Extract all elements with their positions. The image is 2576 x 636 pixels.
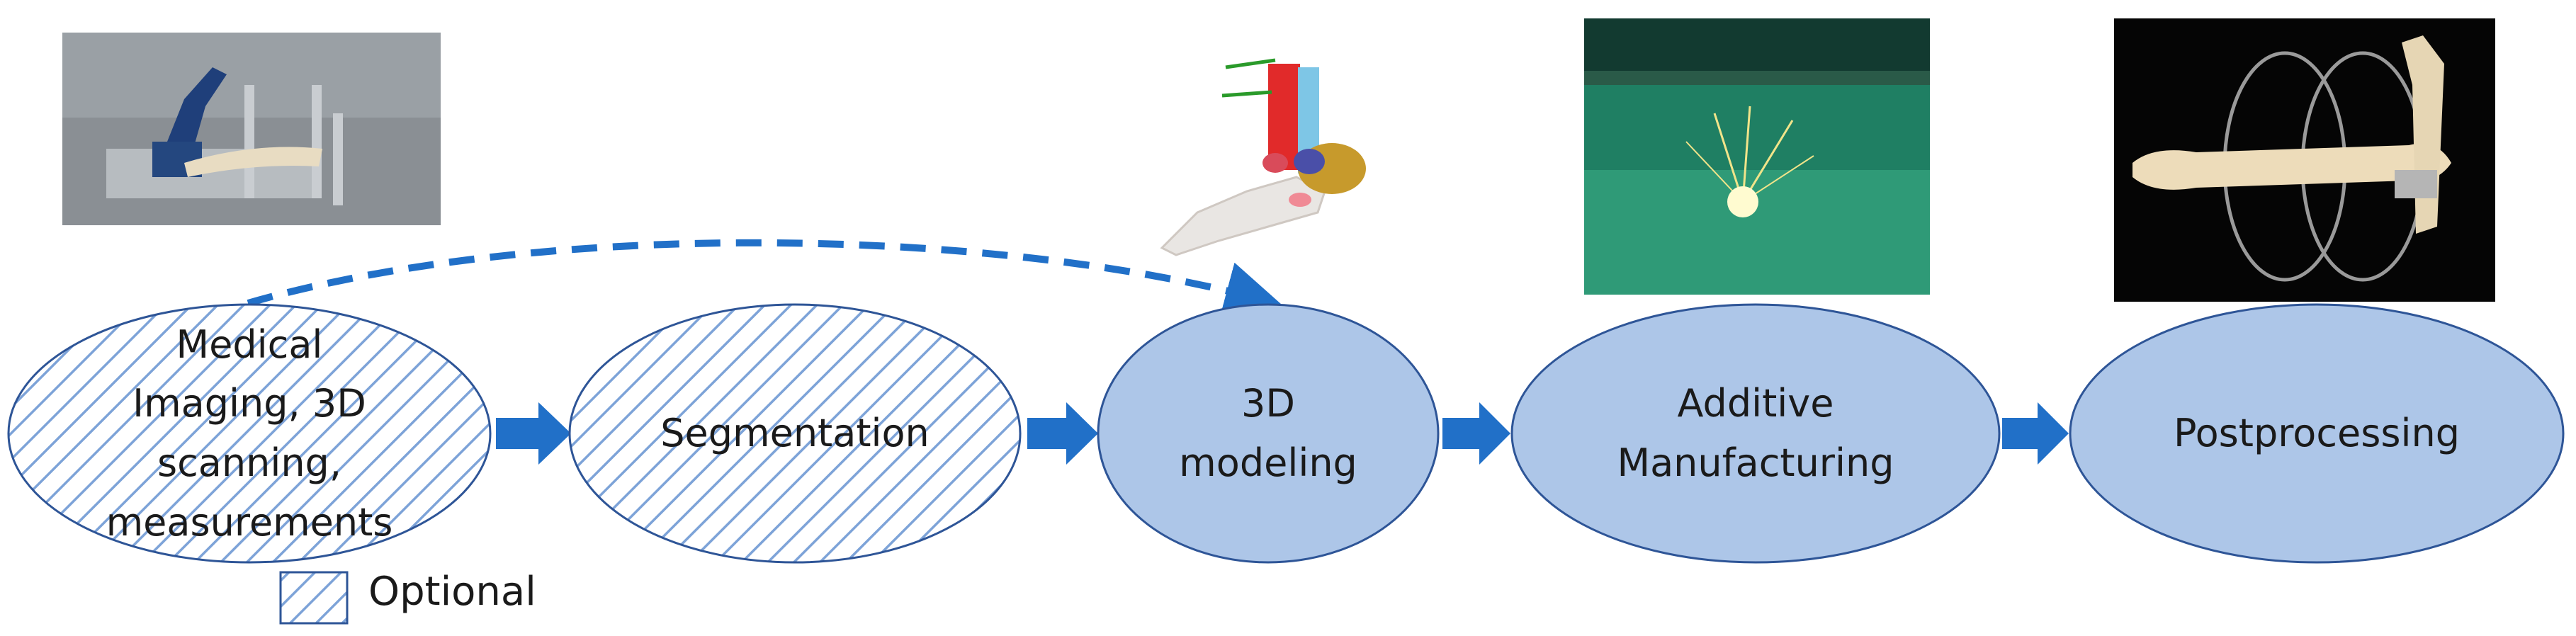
legend-label: Optional — [368, 569, 536, 615]
node-am-label: Additive Manufacturing — [1617, 381, 1894, 485]
arrow-imaging-to-segmentation — [496, 402, 571, 465]
node-post-label: Postprocessing — [2174, 411, 2460, 456]
node-segmentation-shape — [568, 303, 1022, 564]
node-segmentation-label: Segmentation — [660, 411, 930, 456]
robot-scanning-photo — [62, 33, 441, 225]
node-am-shape — [1510, 303, 2001, 564]
bone-fixator-photo — [2114, 18, 2495, 302]
legend-swatch — [279, 571, 349, 625]
node-post-shape — [2069, 303, 2565, 564]
node-imaging-shape — [7, 303, 492, 564]
arrow-segmentation-to-modeling — [1027, 402, 1098, 465]
node-modeling-label: 3D modeling — [1179, 381, 1357, 485]
arrow-modeling-to-am — [1442, 402, 1510, 465]
dashed-optional-edge — [247, 239, 1282, 318]
node-modeling-shape — [1097, 303, 1440, 564]
foot-bone-model-render — [1160, 58, 1366, 256]
arrow-am-to-post — [2002, 402, 2069, 465]
node-imaging-label: Medical Imaging, 3D scanning, measuremen… — [106, 322, 393, 545]
laser-melting-photo — [1584, 18, 1930, 295]
